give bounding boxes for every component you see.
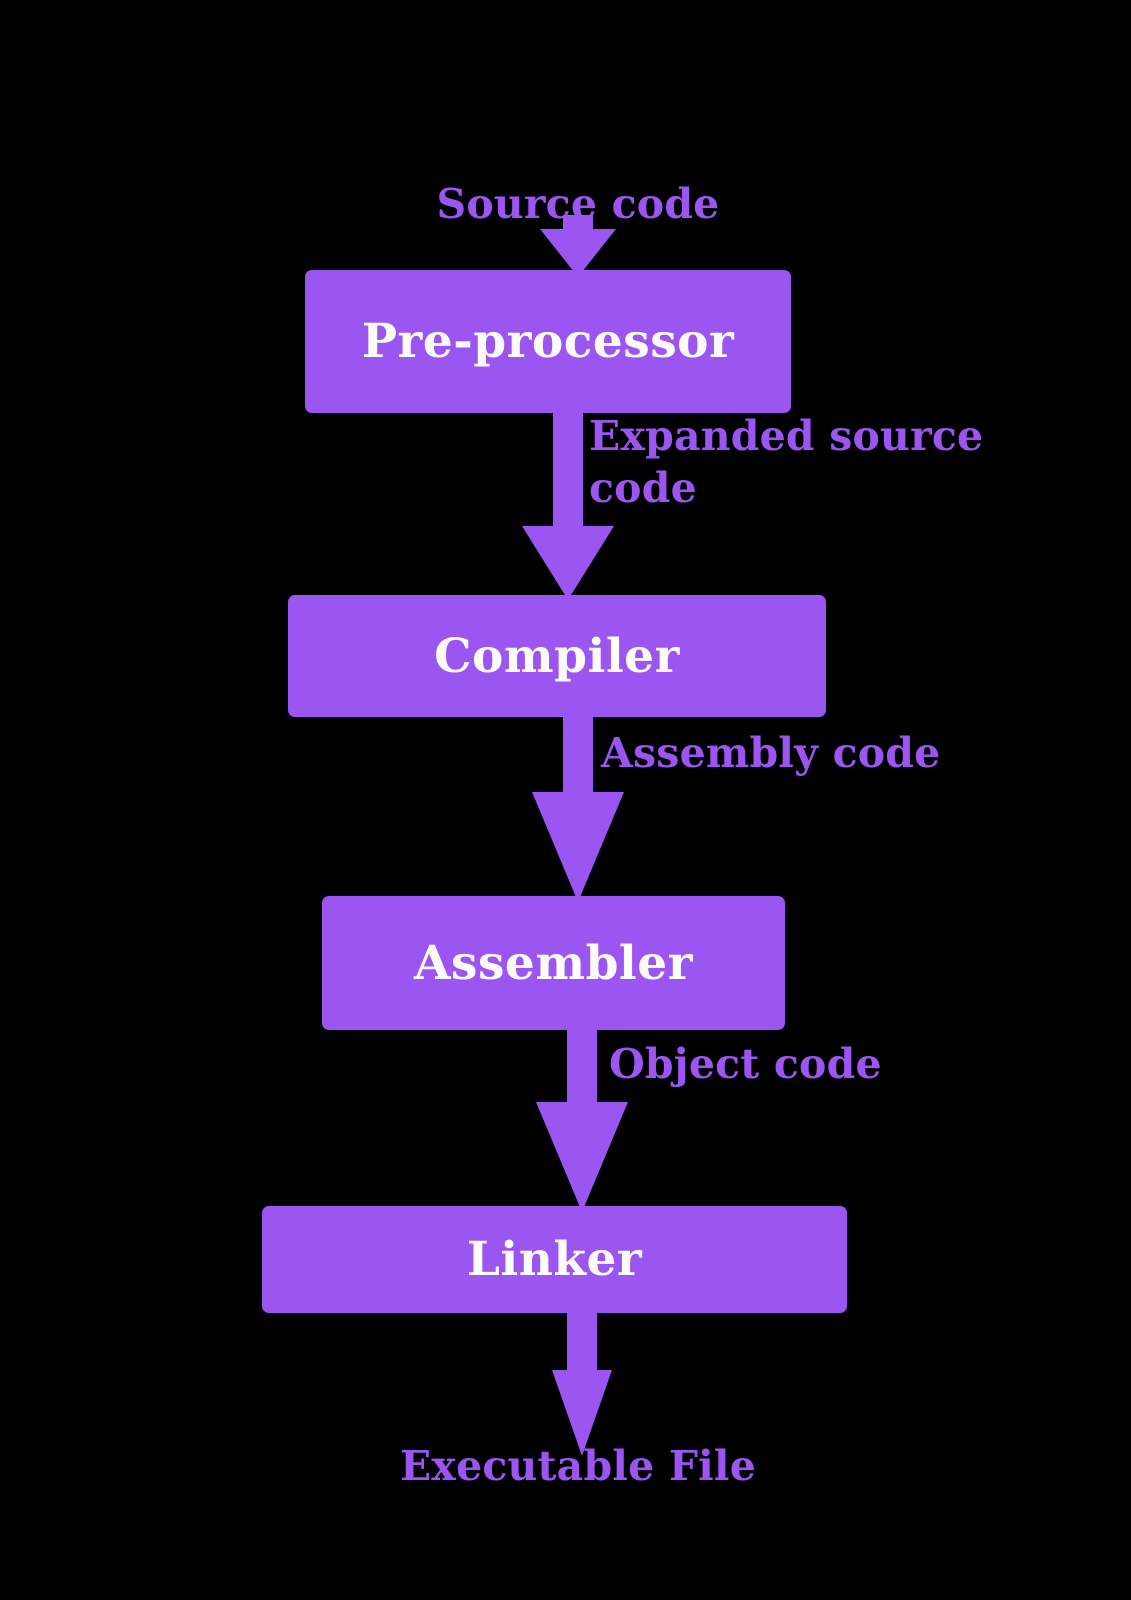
edge-label-object-code: Object code <box>609 1040 882 1088</box>
edge-label-executable-file: Executable File <box>399 1442 756 1490</box>
edge-label-assembly-code: Assembly code <box>601 729 941 777</box>
edge-label-expanded-source-code: Expanded source code <box>589 412 984 513</box>
node-preprocessor[interactable]: Pre-processor <box>305 270 791 413</box>
node-compiler-label: Compiler <box>434 628 680 684</box>
arrow-compiler-to-assembler <box>532 712 624 902</box>
node-compiler[interactable]: Compiler <box>288 595 826 717</box>
node-assembler[interactable]: Assembler <box>322 896 785 1030</box>
node-preprocessor-label: Pre-processor <box>361 314 735 369</box>
arrow-assembler-to-linker <box>536 1024 628 1212</box>
node-assembler-label: Assembler <box>414 935 693 991</box>
arrow-preprocessor-to-compiler <box>522 408 614 600</box>
node-linker-label: Linker <box>466 1232 643 1287</box>
node-linker[interactable]: Linker <box>262 1206 847 1313</box>
arrow-linker-to-executable <box>552 1308 612 1456</box>
arrow-source-to-preprocessor <box>540 215 616 277</box>
